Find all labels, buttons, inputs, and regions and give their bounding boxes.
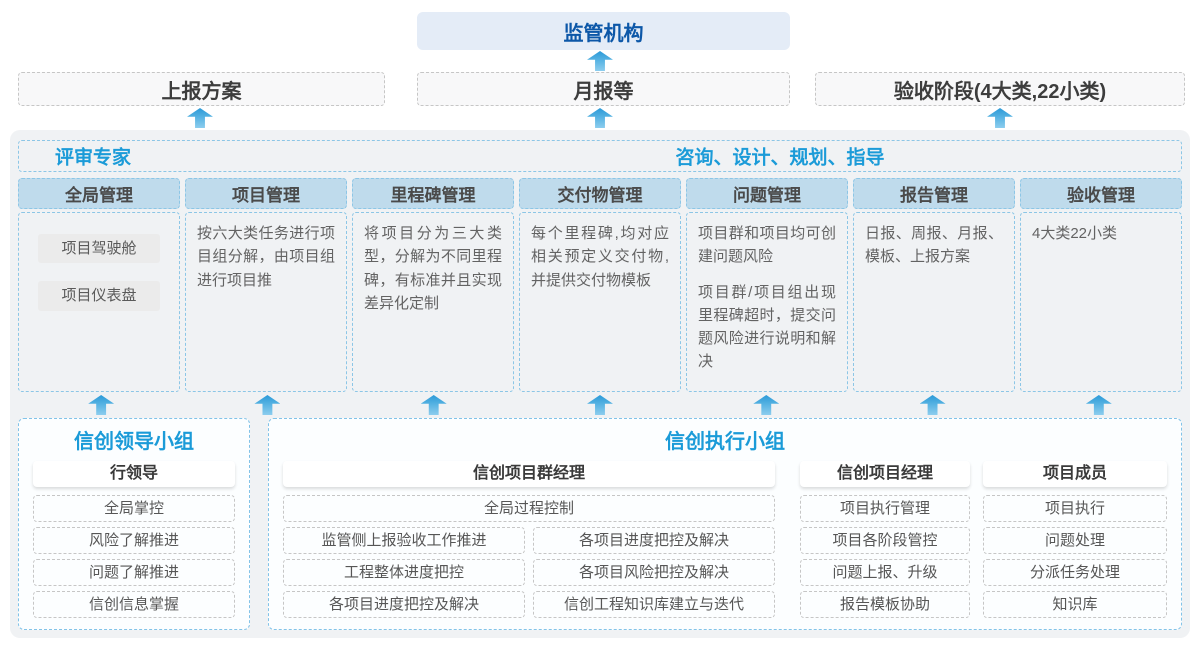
column-arrows	[18, 394, 1182, 416]
up-arrow-icon	[88, 395, 115, 415]
pgm-item: 全局过程控制	[283, 495, 775, 522]
column-body: 项目驾驶舱 项目仪表盘	[18, 212, 180, 392]
leader-item: 问题了解推进	[33, 559, 235, 586]
role-header-project-member: 项目成员	[983, 461, 1167, 487]
strip-left-title: 评审专家	[55, 147, 132, 169]
role-header-program-manager: 信创项目群经理	[283, 461, 775, 487]
up-arrow-icon	[987, 108, 1013, 128]
member-item: 知识库	[983, 591, 1167, 618]
exec-group-title: 信创执行小组	[665, 431, 785, 453]
pgm-item: 各项目进度把控及解决	[533, 527, 775, 554]
role-header-project-manager: 信创项目经理	[800, 461, 970, 487]
advisor-strip: 评审专家 咨询、设计、规划、指导	[18, 140, 1182, 172]
up-arrow-icon	[919, 395, 946, 415]
column-body: 每个里程碑,均对应相关预定义交付物,并提供交付物模板	[519, 212, 681, 392]
management-columns: 全局管理 项目驾驶舱 项目仪表盘 项目管理 按六大类任务进行项目组分解，由项目组…	[18, 178, 1182, 392]
pgm-item: 信创工程知识库建立与迭代	[533, 591, 775, 618]
project-manager-section: 信创项目经理 项目执行管理 项目各阶段管控 问题上报、升级 报告模板协助	[800, 461, 970, 623]
pgm-item: 各项目风险把控及解决	[533, 559, 775, 586]
column-milestone: 里程碑管理 将项目分为三大类型，分解为不同里程碑，有标准并且实现差异化定制	[352, 178, 514, 392]
column-acceptance: 验收管理 4大类22小类	[1020, 178, 1182, 392]
column-deliverable: 交付物管理 每个里程碑,均对应相关预定义交付物,并提供交付物模板	[519, 178, 681, 392]
leader-group-title: 信创领导小组	[74, 431, 194, 453]
report-box-acceptance: 验收阶段(4大类,22小类)	[815, 72, 1185, 106]
leader-item: 风险了解推进	[33, 527, 235, 554]
chip-dashboard: 项目仪表盘	[38, 281, 160, 311]
role-header-bank-leader: 行领导	[33, 461, 235, 487]
pgm-item: 各项目进度把控及解决	[283, 591, 525, 618]
strip-right-title: 咨询、设计、规划、指导	[675, 147, 885, 169]
column-issue: 问题管理 项目群和项目均可创建问题风险 项目群/项目组出现里程碑超时，提交问题风…	[686, 178, 848, 392]
column-header: 验收管理	[1020, 178, 1182, 209]
pgm-item: 监管侧上报验收工作推进	[283, 527, 525, 554]
column-body: 日报、周报、月报、模板、上报方案	[853, 212, 1015, 392]
pm-item: 问题上报、升级	[800, 559, 970, 586]
column-header: 全局管理	[18, 178, 180, 209]
column-project: 项目管理 按六大类任务进行项目组分解，由项目组进行项目推	[185, 178, 347, 392]
member-item: 分派任务处理	[983, 559, 1167, 586]
regulator-box: 监管机构	[417, 12, 790, 50]
column-body: 按六大类任务进行项目组分解，由项目组进行项目推	[185, 212, 347, 392]
issue-paragraph: 项目群和项目均可创建问题风险	[698, 225, 836, 266]
column-report: 报告管理 日报、周报、月报、模板、上报方案	[853, 178, 1015, 392]
up-arrow-icon	[254, 395, 281, 415]
program-manager-section: 信创项目群经理 全局过程控制 监管侧上报验收工作推进 各项目进度把控及解决 工程…	[283, 461, 775, 623]
leader-item: 信创信息掌握	[33, 591, 235, 618]
pm-item: 项目执行管理	[800, 495, 970, 522]
up-arrow-icon	[187, 108, 213, 128]
column-header: 问题管理	[686, 178, 848, 209]
up-arrow-icon	[587, 108, 613, 128]
chip-cockpit: 项目驾驶舱	[38, 234, 160, 264]
leader-group-panel: 信创领导小组 行领导 全局掌控 风险了解推进 问题了解推进 信创信息掌握	[18, 418, 250, 630]
pgm-item: 工程整体进度把控	[283, 559, 525, 586]
column-header: 报告管理	[853, 178, 1015, 209]
column-header: 交付物管理	[519, 178, 681, 209]
report-box-plan: 上报方案	[18, 72, 385, 106]
column-body: 项目群和项目均可创建问题风险 项目群/项目组出现里程碑超时，提交问题风险进行说明…	[686, 212, 848, 392]
pm-item: 报告模板协助	[800, 591, 970, 618]
member-item: 项目执行	[983, 495, 1167, 522]
exec-group-panel: 信创执行小组 信创项目群经理 全局过程控制 监管侧上报验收工作推进 各项目进度把…	[268, 418, 1182, 630]
up-arrow-icon	[753, 395, 780, 415]
report-box-monthly: 月报等	[417, 72, 790, 106]
column-global: 全局管理 项目驾驶舱 项目仪表盘	[18, 178, 180, 392]
leader-item: 全局掌控	[33, 495, 235, 522]
up-arrow-icon	[1085, 395, 1112, 415]
main-panel: 评审专家 咨询、设计、规划、指导 全局管理 项目驾驶舱 项目仪表盘 项目管理 按…	[10, 130, 1190, 638]
pm-item: 项目各阶段管控	[800, 527, 970, 554]
up-arrow-icon	[587, 51, 613, 71]
up-arrow-icon	[586, 395, 613, 415]
member-item: 问题处理	[983, 527, 1167, 554]
column-header: 项目管理	[185, 178, 347, 209]
project-member-section: 项目成员 项目执行 问题处理 分派任务处理 知识库	[983, 461, 1167, 623]
issue-paragraph: 项目群/项目组出现里程碑超时，提交问题风险进行说明和解决	[698, 283, 836, 371]
column-header: 里程碑管理	[352, 178, 514, 209]
column-body: 4大类22小类	[1020, 212, 1182, 392]
up-arrow-icon	[420, 395, 447, 415]
column-body: 将项目分为三大类型，分解为不同里程碑，有标准并且实现差异化定制	[352, 212, 514, 392]
